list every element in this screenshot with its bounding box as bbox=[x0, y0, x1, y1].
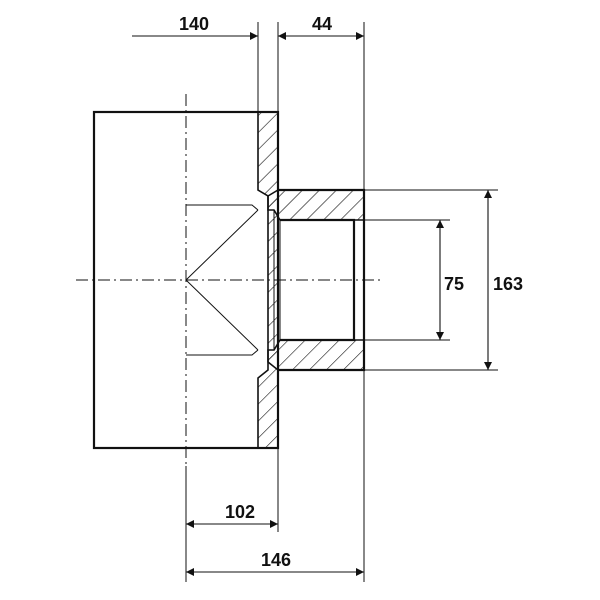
dim-label-44: 44 bbox=[312, 14, 332, 34]
center-lines bbox=[76, 94, 382, 466]
branch-wall-bottom-hatched bbox=[267, 339, 365, 371]
extension-lines bbox=[185, 22, 498, 582]
dim-label-102: 102 bbox=[225, 502, 255, 522]
dim-label-140: 140 bbox=[179, 14, 209, 34]
branch-wall-top-hatched bbox=[267, 189, 365, 221]
dimension-lines bbox=[132, 32, 492, 576]
dim-label-75: 75 bbox=[444, 274, 464, 294]
dim-label-146: 146 bbox=[261, 550, 291, 570]
run-bore-lines bbox=[186, 204, 259, 356]
tee-body bbox=[92, 110, 366, 450]
branch-inner-bore bbox=[280, 218, 356, 342]
dim-label-163: 163 bbox=[493, 274, 523, 294]
dimension-labels: 140 44 75 163 102 146 bbox=[179, 14, 523, 570]
